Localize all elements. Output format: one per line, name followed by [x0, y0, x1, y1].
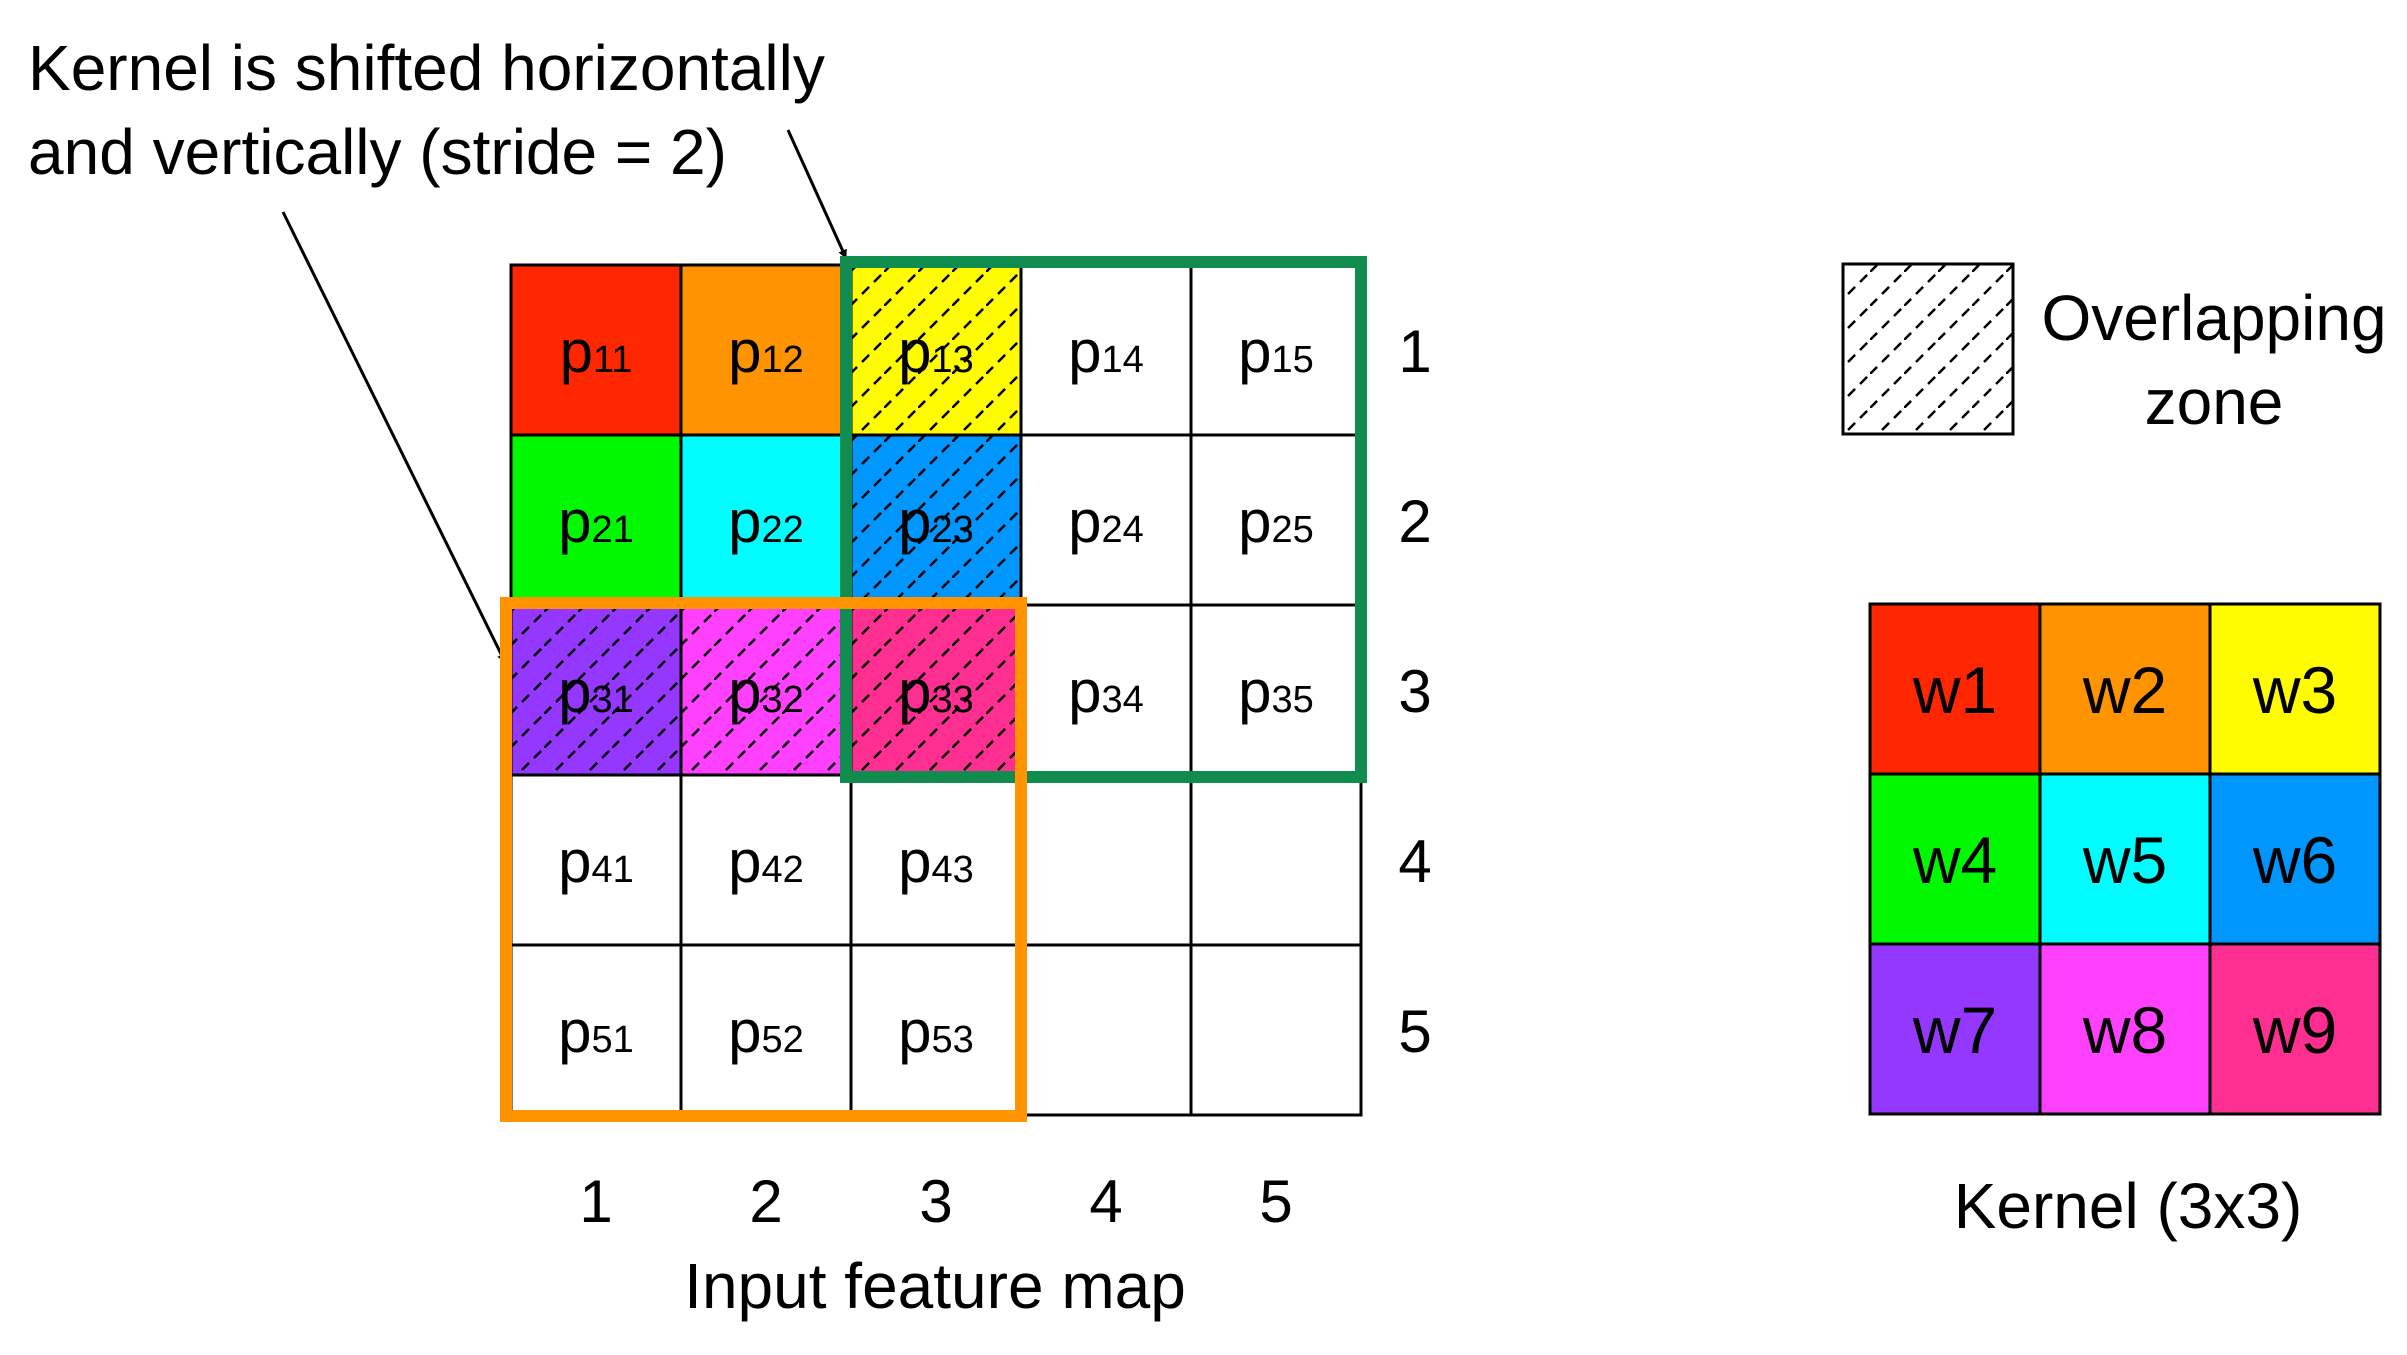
- kernel-cell: [2208, 772, 2382, 946]
- input-cell-label: p11: [560, 318, 633, 385]
- input-cell-label: p15: [1238, 318, 1314, 385]
- input-cell-label: p33: [898, 658, 974, 725]
- input-cell-label: p21: [558, 488, 634, 555]
- input-cell-label: p35: [1238, 658, 1314, 725]
- input-cell-label: p14: [1068, 318, 1144, 385]
- kernel-grid: w1 w2 w3 w4 w5 w6 w7 w8 w9: [1868, 602, 2382, 1116]
- row-label: 4: [1398, 828, 1431, 895]
- overlap-hatch: [511, 605, 681, 775]
- input-cell: [849, 773, 1023, 947]
- input-cell-labels: p11 p12 p13 p14 p15 p21 p22 p23 p24 p25 p31 p32 p33 p…: [558, 318, 1314, 1065]
- kernel-cell-label: w6: [2252, 823, 2337, 897]
- input-cell-label: p41: [558, 828, 634, 895]
- input-cell: [509, 263, 683, 437]
- input-cell-label: p22: [728, 488, 804, 555]
- row-label: 5: [1398, 998, 1431, 1065]
- overlap-legend-hatch: [1843, 264, 2013, 434]
- kernel-cell: [2208, 602, 2382, 776]
- input-cell-label: p23: [898, 488, 974, 555]
- input-cell-label: p34: [1068, 658, 1144, 725]
- input-cell-label: p24: [1068, 488, 1144, 555]
- input-cell: [1019, 773, 1193, 947]
- input-cell: [1189, 773, 1363, 947]
- input-cell: [1019, 943, 1193, 1117]
- input-cell: [1189, 433, 1363, 607]
- kernel-cell: [2038, 772, 2212, 946]
- column-label: 5: [1259, 1168, 1292, 1235]
- column-labels: 1 2 3 4 5: [579, 1168, 1292, 1235]
- input-cell-label: p25: [1238, 488, 1314, 555]
- kernel-cell-label: w2: [2082, 653, 2167, 727]
- input-cell-label: p51: [558, 998, 634, 1065]
- kernel-cell-label: w7: [1912, 993, 1997, 1067]
- kernel-cell: [2208, 942, 2382, 1116]
- input-cell-label: p13: [898, 318, 974, 385]
- input-cell-label: p31: [558, 658, 634, 725]
- input-cell: [509, 943, 683, 1117]
- overlap-hatch: [681, 605, 851, 775]
- kernel-title: Kernel (3x3): [1954, 1170, 2303, 1242]
- kernel-cell-label: w3: [2252, 653, 2337, 727]
- input-cell: [509, 433, 683, 607]
- arrow-vertical-shift: [281, 211, 507, 663]
- legend-line-2: zone: [2145, 366, 2284, 438]
- overlap-hatch: [851, 605, 1021, 775]
- input-cell: [1019, 603, 1193, 777]
- row-label: 2: [1398, 488, 1431, 555]
- row-label: 1: [1398, 318, 1431, 385]
- input-cell: [679, 943, 853, 1117]
- input-cell: [1189, 943, 1363, 1117]
- kernel-cell-label: w9: [2252, 993, 2337, 1067]
- column-label: 1: [579, 1168, 612, 1235]
- column-label: 2: [749, 1168, 782, 1235]
- arrow-horizontal-shift: [786, 129, 848, 259]
- row-label: 3: [1398, 658, 1431, 725]
- input-cell-label: p43: [898, 828, 974, 895]
- kernel-window-vertical-shift: [500, 597, 1027, 1122]
- input-cell-label: p32: [728, 658, 804, 725]
- kernel-cell-label: w1: [1912, 653, 1997, 727]
- kernel-cell-label: w8: [2082, 993, 2167, 1067]
- input-cell: [679, 263, 853, 437]
- input-cell-label: p42: [728, 828, 804, 895]
- kernel-cell: [1868, 942, 2042, 1116]
- column-label: 4: [1089, 1168, 1122, 1235]
- input-cell-label: p52: [728, 998, 804, 1065]
- overlap-hatch: [851, 435, 1021, 605]
- input-map-title: Input feature map: [684, 1250, 1186, 1322]
- legend-line-1: Overlapping: [2041, 282, 2386, 354]
- kernel-cell-label: w4: [1912, 823, 1997, 897]
- annotation-line-1: Kernel is shifted horizontally: [28, 32, 825, 104]
- input-cell-label: p12: [728, 318, 804, 385]
- kernel-cell: [2038, 942, 2212, 1116]
- column-label: 3: [919, 1168, 952, 1235]
- overlap-zones: [511, 265, 1021, 775]
- kernel-cell: [2038, 602, 2212, 776]
- overlap-hatch: [851, 265, 1021, 435]
- kernel-cell-label: w5: [2082, 823, 2167, 897]
- input-cell: [849, 943, 1023, 1117]
- kernel-window-horizontal-shift: [840, 256, 1367, 783]
- row-labels: 1 2 3 4 5: [1398, 318, 1431, 1065]
- annotation-line-2: and vertically (stride = 2): [28, 116, 727, 188]
- input-cell-label: p53: [898, 998, 974, 1065]
- input-cell: [679, 773, 853, 947]
